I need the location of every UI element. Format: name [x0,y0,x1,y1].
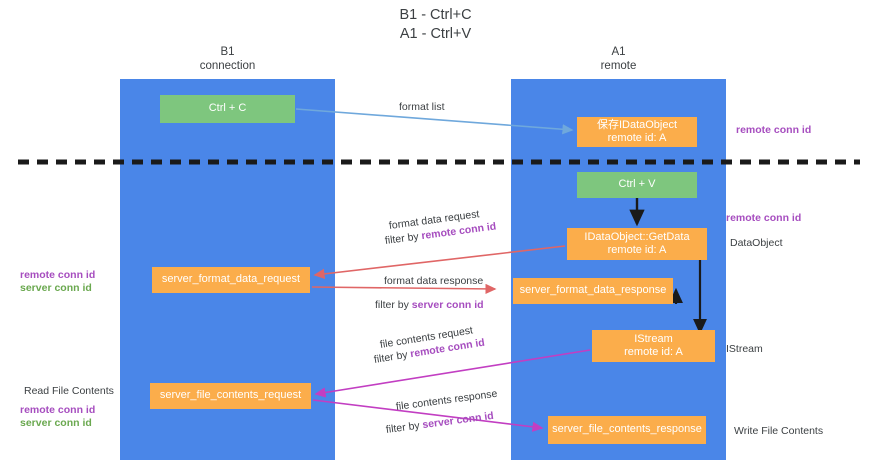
node-server-format-data-response[interactable]: server_format_data_response [513,278,673,304]
node-save-dataobject[interactable]: 保存IDataObject remote id: A [577,117,697,147]
side-label-read-file-contents: Read File Contents [24,385,114,397]
edge-label-format-list: format list [399,101,445,113]
edge-label-format-data-response-filter: filter by server conn id [375,298,484,312]
node-istream[interactable]: IStream remote id: A [592,330,715,362]
side-label-left-server-conn-id-2: server conn id [20,417,92,429]
diagram-title: B1 - Ctrl+C A1 - Ctrl+V [399,7,472,42]
side-label-remote-conn-id-top: remote conn id [736,124,812,136]
column-header-a1: A1 remote [600,46,637,72]
side-label-left-remote-conn-id: remote conn id [20,269,96,281]
side-label-remote-conn-id-mid: remote conn id [726,212,802,224]
filter-prefix: filter by [384,230,423,247]
side-label-dataobject: DataObject [730,237,783,249]
node-server-format-data-request[interactable]: server_format_data_request [152,267,310,293]
edge-label-format-data-response-title: format data response [384,275,484,287]
filter-prefix: filter by [373,348,412,366]
filter-prefix: filter by [385,419,424,436]
side-label-istream: IStream [726,343,763,355]
side-label-write-file-contents: Write File Contents [734,425,824,437]
side-label-left-remote-conn-id-2: remote conn id [20,404,96,416]
node-ctrl-v[interactable]: Ctrl + V [577,172,697,198]
column-header-b1: B1 connection [199,46,256,72]
filter-key-server-conn-id: server conn id [421,409,495,432]
node-idataobject-getdata[interactable]: IDataObject::GetData remote id: A [567,228,707,260]
node-ctrl-c[interactable]: Ctrl + C [160,95,295,123]
side-label-left-server-conn-id: server conn id [20,282,92,294]
filter-key-server-conn-id: server conn id [411,299,484,311]
node-server-file-contents-response[interactable]: server_file_contents_response [548,416,706,444]
filter-prefix: filter by [375,299,412,311]
node-server-file-contents-request[interactable]: server_file_contents_request [150,383,311,409]
